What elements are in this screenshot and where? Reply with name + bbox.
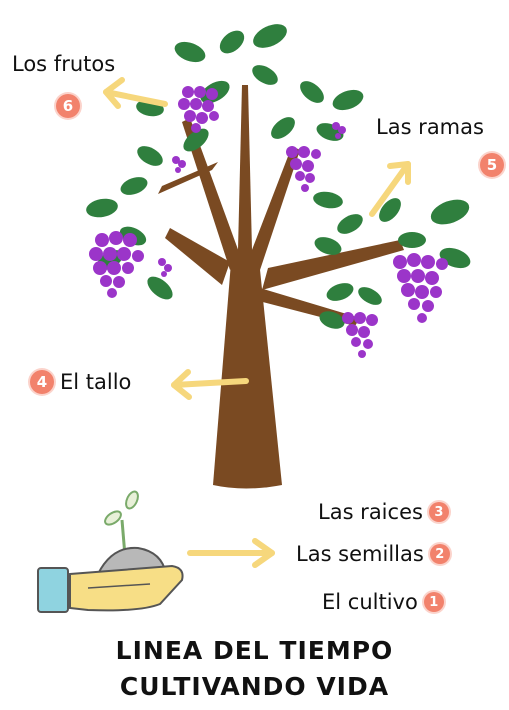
hand-seedling-icon (37, 490, 184, 613)
trunk (213, 250, 282, 489)
badge-2-icon: 2 (429, 544, 450, 564)
grape-cluster-small-a (172, 156, 186, 173)
arrows (103, 77, 411, 568)
grape-cluster-small-c (158, 258, 172, 277)
label-semillas: Las semillas 2 (296, 542, 450, 566)
label-frutos: Los frutos (12, 52, 115, 76)
label-frutos-text: Los frutos (12, 52, 116, 76)
label-semillas-text: Las semillas (296, 542, 424, 566)
label-ramas: Las ramas (376, 115, 484, 139)
branches (158, 85, 404, 326)
grape-cluster-small-b (332, 122, 346, 139)
arrow-ramas (369, 161, 411, 217)
label-tallo-text: El tallo (60, 370, 132, 394)
leaves (86, 24, 471, 329)
arrow-frutos (103, 77, 168, 109)
label-raices: Las raices 3 (318, 500, 449, 524)
arrow-tallo (171, 369, 249, 400)
badge-ramas-wrap: 5 (480, 153, 504, 177)
title-line-2: CULTIVANDO VIDA (119, 672, 390, 701)
title-line-1: LINEA DEL TIEMPO (115, 636, 394, 665)
arrow-semillas (187, 538, 275, 568)
grape-cluster-top-right (286, 146, 321, 192)
grape-cluster-left (89, 231, 144, 298)
badge-5-icon: 5 (480, 153, 504, 177)
badge-6-icon: 6 (56, 94, 80, 118)
label-raices-text: Las raices (318, 500, 423, 524)
badge-3-icon: 3 (428, 502, 449, 522)
grape-cluster-top (178, 86, 219, 133)
label-ramas-text: Las ramas (376, 115, 484, 139)
label-cultivo: El cultivo 1 (322, 590, 444, 614)
badge-4-icon: 4 (30, 370, 54, 394)
label-cultivo-text: El cultivo (322, 590, 418, 614)
badge-frutos-wrap: 6 (56, 94, 80, 118)
badge-1-icon: 1 (423, 592, 444, 612)
grape-cluster-bottom (342, 312, 378, 358)
label-tallo: 4 El tallo (30, 370, 131, 394)
grape-cluster-right (393, 253, 448, 323)
